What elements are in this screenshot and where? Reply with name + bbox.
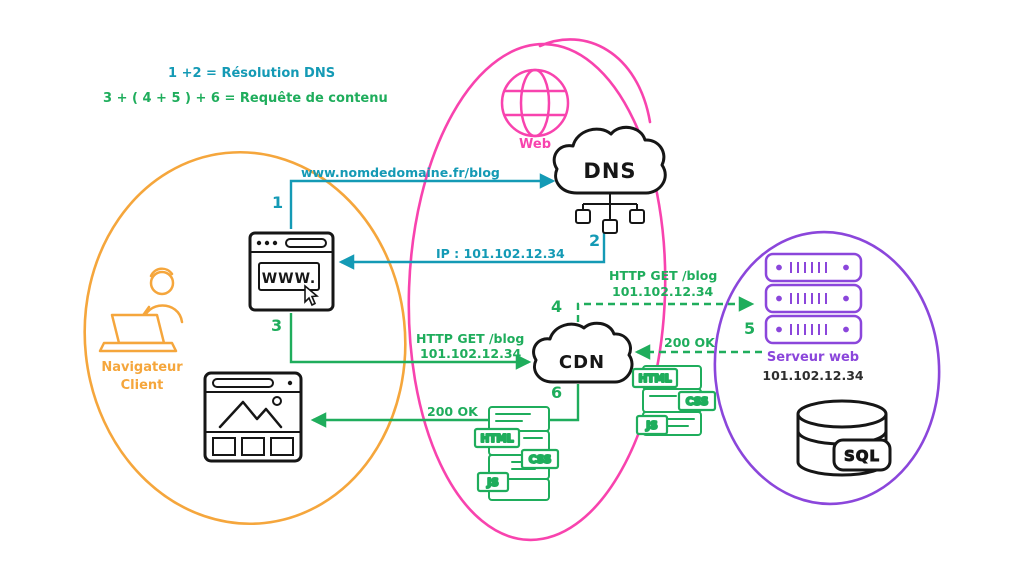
step-1-number: 1 [272,193,284,212]
html-chip [473,427,521,449]
dns-network-nodes [575,193,645,234]
dns-cloud-icon: DNS [552,125,667,234]
step-2-label: IP : 101.102.12.34 [436,246,565,261]
step-4-label-line1: HTTP GET /blog [609,268,718,283]
step-5-label: 200 OK [664,335,715,350]
web-server-icon [764,252,863,345]
sql-database-icon: SQL [796,399,892,477]
client-caption-line1: Navigateur [101,360,183,375]
cursor-icon [304,284,319,307]
www-browser-icon: WWW. [248,231,335,312]
image-sun-icon [272,396,282,406]
js-chip-label: JS [645,420,657,432]
result-browser-icon [203,371,303,463]
step-3-number: 3 [271,316,283,335]
html-chip-label: HTML [638,373,671,385]
client-caption-line2: Client [120,378,164,393]
step-3-label-line1: HTTP GET /blog [416,331,525,346]
arrow-step6-content-ok [310,384,580,428]
js-chip-label: JS [486,477,498,489]
step-6-number: 6 [551,383,563,402]
address-bar [285,238,327,248]
legend-dns-resolution: 1 +2 = Résolution DNS [168,66,336,81]
step-4-number: 4 [551,297,563,316]
www-label: WWW. [262,271,317,287]
step-2-number: 2 [589,231,601,250]
step-1-label: www.nomdedomaine.fr/blog [301,165,500,180]
legend-content-request: 3 + ( 4 + 5 ) + 6 = Requête de contenu [103,91,388,106]
cdn-zone-pen-tail [538,38,652,124]
server-ip-caption: 101.102.12.34 [762,368,864,383]
server-zone-ellipse [713,230,941,506]
web-caption: Web [519,137,551,152]
arrow-step1-dns-request [289,173,556,229]
js-chip [476,471,510,493]
server-leds [776,264,849,333]
css-chip-label: CSS [686,396,709,408]
html-chip [631,367,679,389]
cdn-cloud-icon: CDN [532,321,634,384]
step-4-label-line2: 101.102.12.34 [612,284,714,299]
cdn-label: CDN [559,352,605,373]
arrow-step3-http-get [289,313,532,370]
arrow-step4-origin-get [576,296,755,322]
image-mountain-icon [218,400,283,429]
assets-stack-origin: HTML CSS JS [631,365,717,436]
html-chip-label: HTML [480,433,513,445]
client-zone-ellipse [83,150,407,526]
css-chip-label: CSS [529,454,552,466]
step-6-label: 200 OK [427,404,478,419]
client-person-icon [98,267,184,353]
sql-label: SQL [844,447,880,465]
assets-stack-cdn: HTML CSS JS [473,406,560,501]
arrow-step2-ip-response [338,231,606,270]
css-chip [677,390,717,412]
dns-label: DNS [583,159,636,183]
address-bar [212,378,274,388]
css-chip [520,448,560,470]
server-vents [790,262,827,335]
step-5-number: 5 [744,319,756,338]
step-3-label-line2: 101.102.12.34 [420,346,522,361]
server-caption: Serveur web [766,350,860,365]
web-globe-icon [500,68,570,138]
js-chip [635,414,669,436]
